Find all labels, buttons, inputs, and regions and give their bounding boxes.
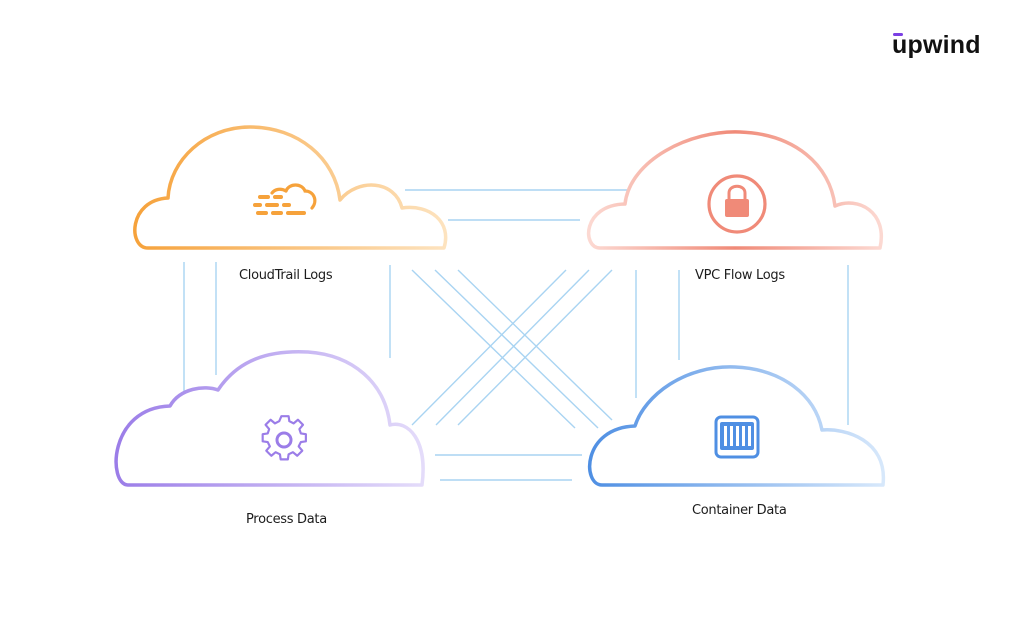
label-container: Container Data bbox=[692, 503, 787, 518]
connector-line bbox=[434, 269, 599, 429]
connector-line bbox=[411, 269, 567, 426]
cloud-vpc bbox=[586, 130, 884, 250]
lock-icon bbox=[707, 174, 767, 234]
connector-line bbox=[457, 269, 613, 426]
connector-line bbox=[411, 269, 576, 429]
connectors bbox=[183, 189, 849, 481]
label-vpc: VPC Flow Logs bbox=[695, 268, 785, 283]
connector-line bbox=[435, 269, 590, 426]
cloud-cloudtrail bbox=[133, 125, 448, 250]
label-process: Process Data bbox=[246, 512, 327, 527]
gear-icon bbox=[261, 415, 307, 461]
label-cloudtrail: CloudTrail Logs bbox=[239, 268, 333, 283]
container-icon bbox=[714, 415, 760, 459]
cloudtrail-icon bbox=[253, 183, 317, 215]
logo-accent bbox=[893, 33, 903, 36]
connector-line bbox=[457, 269, 613, 421]
cloud-container bbox=[588, 365, 885, 487]
upwind-logo: upwind bbox=[892, 31, 981, 59]
cloud-process bbox=[114, 350, 425, 487]
